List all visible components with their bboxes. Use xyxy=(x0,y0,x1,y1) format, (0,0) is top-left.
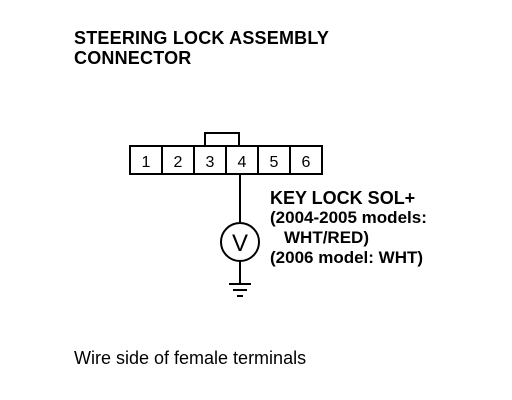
diagram-caption: Wire side of female terminals xyxy=(74,348,307,368)
wire-label-line-1: KEY LOCK SOL+ xyxy=(270,188,416,208)
pin-dividers xyxy=(161,146,291,174)
pin-label-6: 6 xyxy=(302,154,311,171)
title-line-1: STEERING LOCK ASSEMBLY xyxy=(74,28,330,48)
pin-label-2: 2 xyxy=(174,154,183,171)
diagram-title: STEERING LOCK ASSEMBLY CONNECTOR xyxy=(74,28,329,68)
connector-lock-tab xyxy=(204,132,240,148)
wire-label-line-2: (2004-2005 models: xyxy=(270,208,427,227)
wire-label-line-3: WHT/RED) xyxy=(284,228,369,247)
wire-label-line-4: (2006 model: WHT) xyxy=(270,248,424,267)
pin-label-4: 4 xyxy=(238,154,247,171)
title-line-2: CONNECTOR xyxy=(74,48,192,68)
pin-label-3: 3 xyxy=(206,154,215,171)
pin-label-1: 1 xyxy=(142,154,151,171)
wire-label: KEY LOCK SOL+ (2004-2005 models: WHT/RED… xyxy=(270,188,427,268)
voltmeter-symbol: V xyxy=(232,230,248,257)
ground-icon xyxy=(229,283,251,297)
pin-label-5: 5 xyxy=(270,154,279,171)
